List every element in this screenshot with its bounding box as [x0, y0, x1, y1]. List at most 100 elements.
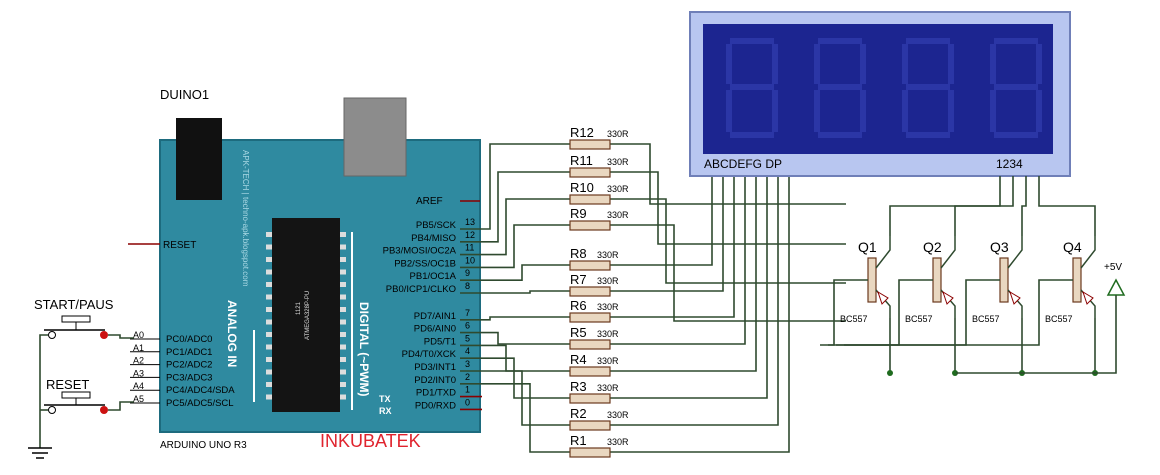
seven-segment-display: ABCDEFG DP 1234: [689, 11, 1071, 177]
resistor-name: R11: [570, 153, 593, 168]
digital-pin-number: 11: [465, 243, 474, 253]
chip-pin: [266, 307, 272, 312]
resistor-value: 330R: [607, 210, 629, 220]
digital-pin-label: PB5/SCK: [416, 220, 457, 231]
chip-label: ATMEGA328P-PU: [305, 291, 311, 340]
chip-pin: [266, 232, 272, 237]
digit-3: [902, 38, 954, 138]
supply-label: +5V: [1104, 262, 1122, 273]
digital-pin-label: PD3/INT1: [414, 362, 456, 373]
start-button[interactable]: START/PAUS: [34, 297, 114, 339]
digital-pin-label: PD2/INT0: [414, 375, 456, 386]
analog-pin-number: A4: [133, 381, 144, 391]
transistor-part: BC557: [840, 314, 868, 324]
chip-pin: [266, 394, 272, 400]
resistor-name: R3: [570, 379, 587, 394]
resistor-body: [569, 139, 611, 150]
resistor-name: R6: [570, 298, 587, 313]
digital-pin-label: PB3/MOSI/OC2A: [383, 246, 457, 257]
chip-pin: [340, 382, 346, 387]
board-model: ARDUINO UNO R3: [160, 440, 247, 451]
resistor-body: [569, 260, 611, 271]
resistor-value: 330R: [597, 250, 619, 260]
analog-pin-label: PC0/ADC0: [166, 334, 212, 345]
resistor-name: R8: [570, 246, 587, 261]
digital-title: DIGITAL (~PWM): [357, 302, 371, 397]
transistor-name: Q3: [990, 239, 1009, 255]
digital-pin-label: PD5/T1: [424, 336, 456, 347]
digital-pin-label: PD1/TXD: [416, 388, 456, 399]
digital-pin-number: 0: [465, 397, 470, 407]
resistor-name: R12: [570, 125, 594, 140]
digital-pin-label: PB2/SS/OC1B: [394, 258, 456, 269]
chip-pin: [340, 257, 346, 262]
usb-connector: [343, 97, 407, 177]
digital-pin-number: 5: [465, 333, 470, 343]
resistor-value: 330R: [597, 329, 619, 339]
resistor-body: [569, 339, 611, 350]
transistor-name: Q2: [923, 239, 942, 255]
resistor-value: 330R: [597, 276, 619, 286]
resistor-name: R7: [570, 272, 587, 287]
analog-pin-number: A2: [133, 356, 144, 366]
digit-pin-labels: 1234: [996, 157, 1023, 171]
tx-label: TX: [379, 394, 391, 404]
resistor-body: [569, 312, 611, 323]
chip-pin: [266, 244, 272, 250]
chip-pin: [340, 244, 346, 250]
chip-pin: [266, 294, 272, 300]
chip-pin: [340, 319, 346, 325]
chip-code: 1121: [296, 301, 302, 315]
reset-pin-label: RESET: [163, 240, 196, 251]
digital-pin-number: 2: [465, 372, 470, 382]
digital-pin-number: 4: [465, 346, 470, 356]
transistor-part: BC557: [1045, 314, 1073, 324]
chip-pin: [340, 332, 346, 337]
chip-pin: [266, 344, 272, 350]
resistor-name: R5: [570, 325, 587, 340]
analog-pin-number: A5: [133, 394, 144, 404]
digital-pin-number: 7: [465, 308, 470, 318]
resistor-body: [569, 420, 611, 431]
chip-pin: [266, 357, 272, 362]
resistor-body: [569, 393, 611, 404]
digital-pin-number: 12: [465, 230, 475, 240]
digital-pin-number: 8: [465, 281, 470, 291]
analog-pin-label: PC1/ADC1: [166, 347, 212, 358]
analog-pin-number: A1: [133, 343, 144, 353]
reset-button[interactable]: RESET: [44, 377, 108, 414]
transistor-name: Q1: [858, 239, 877, 255]
digital-pin-number: 13: [465, 217, 475, 227]
resistor-body: [569, 366, 611, 377]
chip-pin: [340, 269, 346, 275]
chip-pin: [266, 319, 272, 325]
digit-4: [990, 38, 1042, 138]
resistor-value: 330R: [597, 383, 619, 393]
transistor-part: BC557: [905, 314, 933, 324]
resistor-body: [569, 220, 611, 231]
analog-pin-number: A3: [133, 368, 144, 378]
resistor-value: 330R: [597, 302, 619, 312]
chip-pin: [266, 369, 272, 375]
resistor-value: 330R: [607, 157, 629, 167]
digital-pin-number: 6: [465, 321, 470, 331]
transistor-part: BC557: [972, 314, 1000, 324]
chip-pin: [340, 282, 346, 287]
resistor-value: 330R: [607, 437, 629, 447]
digital-pin-number: 9: [465, 268, 470, 278]
analog-pin-number: A0: [133, 330, 144, 340]
rx-label: RX: [379, 406, 392, 416]
aref-label: AREF: [416, 196, 443, 207]
analog-pin-label: PC2/ADC2: [166, 360, 212, 371]
resistor-name: R10: [570, 180, 594, 195]
chip-pin: [340, 394, 346, 400]
resistor-value: 330R: [597, 356, 619, 366]
start-button-label: START/PAUS: [34, 297, 114, 312]
analog-pin-label: PC3/ADC3: [166, 372, 212, 383]
chip-pin: [340, 357, 346, 362]
resistor-body: [569, 447, 611, 458]
resistor-value: 330R: [607, 184, 629, 194]
chip-pin: [340, 344, 346, 350]
